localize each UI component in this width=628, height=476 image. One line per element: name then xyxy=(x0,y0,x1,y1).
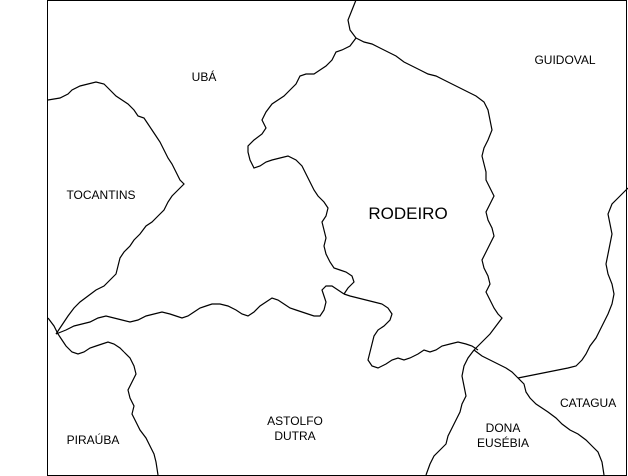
boundary-catagua-guidoval xyxy=(517,187,628,379)
boundary-uba-rodeiro xyxy=(247,0,357,295)
boundary-dona-catagua xyxy=(473,349,605,476)
boundary-uba-tocantins xyxy=(47,81,185,335)
label-uba: UBÁ xyxy=(191,70,217,84)
label-rodeiro: RODEIRO xyxy=(368,204,448,223)
label-dona-line1: DONA xyxy=(485,421,521,435)
label-tocantins: TOCANTINS xyxy=(66,188,136,202)
label-dona-eusebia: DONA EUSÉBIA xyxy=(477,421,529,451)
map-frame xyxy=(47,0,627,476)
label-pirauba: PIRAÚBA xyxy=(66,433,120,447)
boundary-rodeiro-astolfo xyxy=(343,293,479,369)
boundary-tocantins-pirauba xyxy=(47,317,125,355)
label-guidoval: GUIDOVAL xyxy=(534,53,596,67)
label-astolfo-dutra: ASTOLFO DUTRA xyxy=(267,414,323,444)
label-dona-line2: EUSÉBIA xyxy=(476,436,530,450)
label-catagua: CATAGUA xyxy=(560,396,617,410)
label-astolfo-line2: DUTRA xyxy=(274,429,316,443)
label-astolfo-line1: ASTOLFO xyxy=(267,414,323,428)
boundary-rodeiro-guidoval xyxy=(355,37,503,351)
boundary-uba-astolfo xyxy=(55,285,345,335)
boundary-astolfo-pirauba xyxy=(123,351,159,476)
boundary-astolfo-dona xyxy=(425,349,475,476)
